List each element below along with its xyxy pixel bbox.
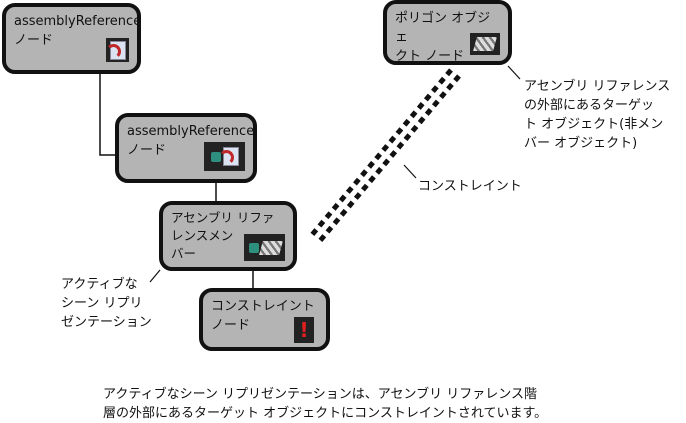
polygon-mesh-icon bbox=[470, 33, 500, 55]
member-mesh-icon bbox=[244, 234, 285, 261]
node-label: assemblyReference ノード bbox=[127, 124, 255, 158]
node-label: コンストレイント ノード bbox=[211, 299, 315, 333]
constraint-annotation: コンストレイント bbox=[418, 179, 522, 194]
node-label: assemblyReference ノード bbox=[14, 14, 142, 48]
pointer-constraint bbox=[403, 164, 417, 179]
assembly-reference-node-1: assemblyReference ノード bbox=[2, 3, 141, 74]
active-representation-annotation: アクティブな シーン リプリ ゼンテーション bbox=[61, 277, 152, 330]
node-label: ポリゴン オブジェ クト ノード bbox=[395, 11, 491, 64]
polygon-object-node: ポリゴン オブジェ クト ノード bbox=[383, 0, 512, 65]
constraint-link-b bbox=[317, 74, 461, 244]
target-annotation: アセンブリ リファレンス の外部にあるターゲッ ト オブジェクト(非メン バー … bbox=[524, 79, 671, 151]
assembly-reference-node-2: assemblyReference ノード bbox=[115, 113, 257, 183]
assembly-member-node: アセンブリ リファ レンスメン バー bbox=[159, 201, 297, 271]
warning-icon: ! bbox=[294, 317, 314, 343]
pointer-active bbox=[149, 269, 161, 283]
constraint-link-a bbox=[309, 68, 453, 238]
node-label: アセンブリ リファ レンスメン バー bbox=[171, 210, 275, 261]
hierarchy-line-1 bbox=[99, 73, 116, 156]
caption: アクティブなシーン リプリゼンテーションは、アセンブリ リファレンス階 層の外部… bbox=[103, 387, 548, 421]
pointer-target bbox=[507, 65, 521, 80]
constraint-node: コンストレイント ノード ! bbox=[199, 288, 330, 351]
assembly-reference-active-icon bbox=[204, 142, 245, 171]
assembly-reference-icon bbox=[105, 38, 129, 62]
